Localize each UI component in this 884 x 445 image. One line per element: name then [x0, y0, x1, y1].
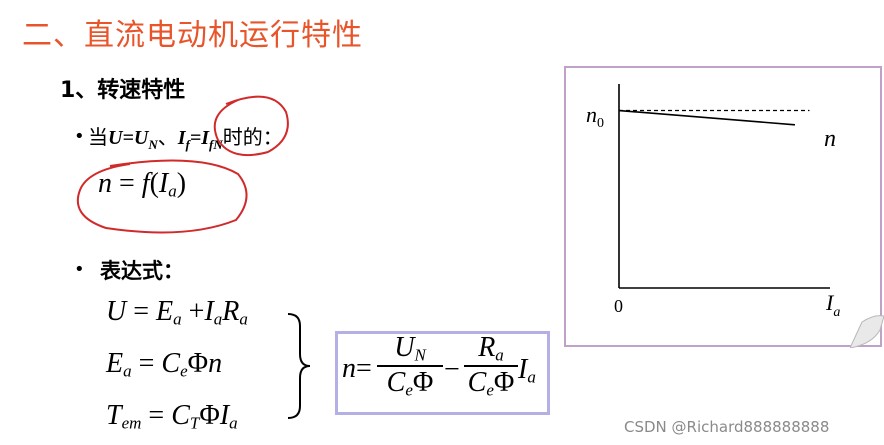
origin-label: 0	[614, 296, 623, 316]
graph-frame	[564, 66, 882, 347]
speed-function: n = f(Ia)	[98, 168, 187, 201]
result-Ia: Ia	[518, 354, 536, 387]
chart-axes	[618, 84, 830, 289]
right-brace	[287, 313, 311, 419]
fraction-Ra-over-CePhi: Ra CeΦ	[464, 332, 518, 401]
page-fold-icon	[850, 315, 884, 348]
result-formula-box	[335, 331, 550, 415]
result-lhs: n=	[342, 353, 372, 384]
annotation-circle-function	[76, 159, 248, 234]
slide-title: 二、直流电动机运行特性	[22, 18, 363, 53]
condition-prefix: 当	[88, 125, 108, 149]
annotation-circle-If	[213, 95, 289, 156]
speed-curve-segment	[618, 109, 796, 126]
symbol-UN: UN	[133, 127, 158, 152]
symbol-eq2: =	[189, 127, 202, 149]
equation-torque: Tem = CTΦIa	[106, 400, 238, 433]
condition-text: 当U=UN、If=IfN时的：	[88, 121, 283, 153]
symbol-eq: =	[122, 127, 134, 149]
condition-suffix: 时的：	[222, 125, 283, 149]
chart-marks	[618, 109, 810, 126]
symbol-If: If	[177, 127, 190, 152]
equation-voltage: U = Ea +IaRa	[106, 296, 248, 329]
symbol-U: U	[108, 127, 123, 149]
section-heading: 1、转速特性	[60, 78, 186, 103]
speed-characteristic-chart: n0 0 n Ia	[586, 84, 840, 320]
bullet-1: •	[74, 126, 85, 147]
series-label: n	[824, 126, 836, 152]
y-tick-label: n0	[586, 102, 604, 131]
x-axis-label: Ia	[825, 290, 840, 320]
watermark: CSDN @Richard888888888	[624, 418, 830, 436]
bullet-2: •	[74, 259, 85, 280]
fraction-UN-over-CePhi: UN CeΦ	[377, 332, 443, 401]
minus-sign: −	[444, 354, 460, 385]
equation-emf: Ea = CeΦn	[106, 348, 223, 381]
condition-sep: 、	[157, 125, 178, 149]
expressions-label: 表达式：	[100, 259, 184, 283]
